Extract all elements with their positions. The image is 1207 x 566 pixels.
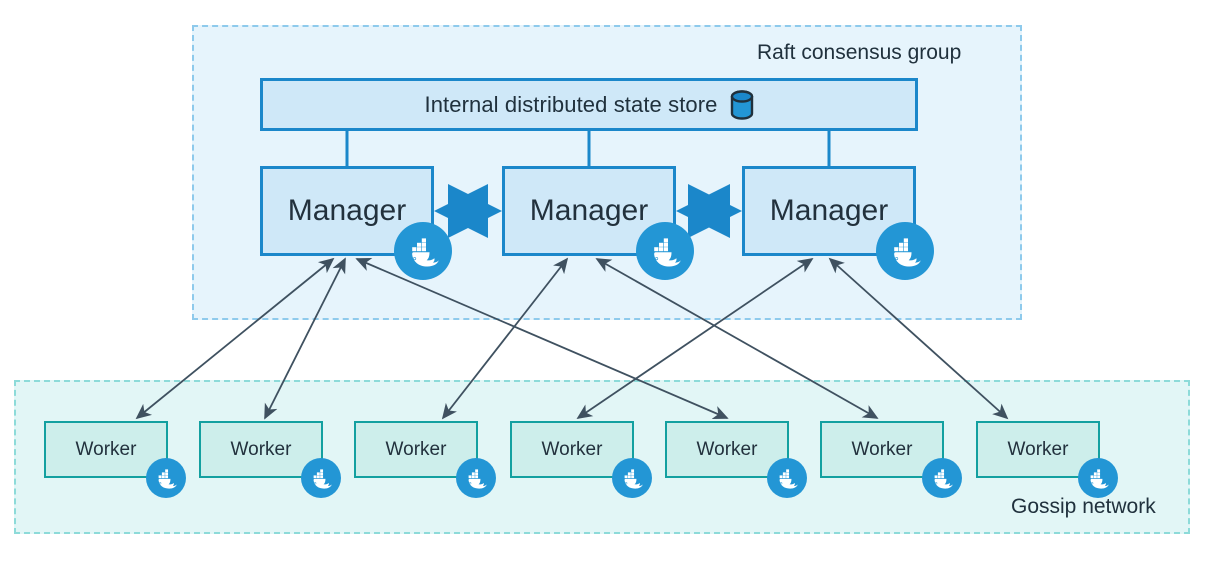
docker-whale-icon <box>922 458 962 498</box>
worker-label: Worker <box>541 438 603 460</box>
docker-whale-icon <box>612 458 652 498</box>
docker-whale-icon <box>636 222 694 280</box>
docker-whale-icon <box>1078 458 1118 498</box>
internal-state-store-node[interactable]: Internal distributed state store <box>260 78 918 131</box>
docker-whale-icon <box>767 458 807 498</box>
state-store-label: Internal distributed state store <box>424 91 718 117</box>
docker-whale-icon <box>456 458 496 498</box>
worker-label: Worker <box>696 438 758 460</box>
manager-label: Manager <box>529 194 649 227</box>
docker-whale-icon <box>394 222 452 280</box>
worker-label: Worker <box>851 438 913 460</box>
worker-node-5[interactable]: Worker <box>665 421 789 478</box>
gossip-network-label: Gossip network <box>1011 495 1156 518</box>
manager-label: Manager <box>287 194 407 227</box>
manager-node-2[interactable]: Manager <box>502 166 676 256</box>
worker-label: Worker <box>230 438 292 460</box>
docker-whale-icon <box>301 458 341 498</box>
raft-consensus-group-label: Raft consensus group <box>757 41 962 64</box>
manager-label: Manager <box>769 194 889 227</box>
database-cylinder-icon <box>730 89 754 120</box>
docker-whale-icon <box>146 458 186 498</box>
worker-label: Worker <box>385 438 447 460</box>
worker-label: Worker <box>75 438 137 460</box>
worker-node-7[interactable]: Worker <box>976 421 1100 478</box>
worker-label: Worker <box>1007 438 1069 460</box>
docker-whale-icon <box>876 222 934 280</box>
